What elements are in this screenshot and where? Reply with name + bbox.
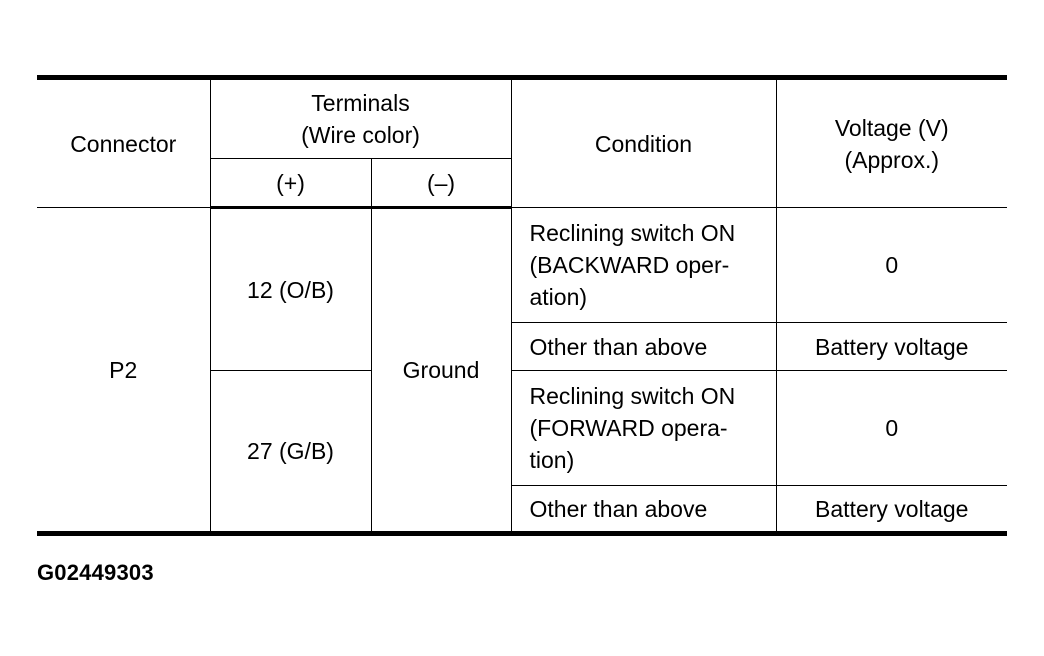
terminal-12-cell: 12 (O/B) <box>209 207 372 371</box>
condition-backward-cell: Reclining switch ON (BACKWARD oper- atio… <box>510 207 777 323</box>
condition-forward-cell: Reclining switch ON (FORWARD opera- tion… <box>510 370 777 486</box>
header-voltage-label: Voltage (V) <box>834 114 949 141</box>
header-terminals-label: Terminals <box>311 90 410 116</box>
condition-line: Reclining switch ON <box>529 220 736 246</box>
voltage-forward-cell: 0 <box>775 370 1007 486</box>
condition-other-cell: Other than above <box>510 322 777 371</box>
voltage-battery-cell: Battery voltage <box>775 485 1007 536</box>
voltage-spec-table: Connector Terminals (Wire color) Conditi… <box>37 75 1007 536</box>
header-approx-label: (Approx.) <box>844 146 940 173</box>
header-voltage: Voltage (V) (Approx.) <box>775 75 1007 208</box>
header-plus: (+) <box>209 158 372 209</box>
condition-line: Other than above <box>529 495 708 522</box>
header-wire-color-label: (Wire color) <box>301 122 420 148</box>
condition-line: Reclining switch ON <box>529 383 736 409</box>
connector-cell: P2 <box>37 207 211 536</box>
condition-other-cell: Other than above <box>510 485 777 536</box>
voltage-backward-cell: 0 <box>775 207 1007 323</box>
figure-id: G02449303 <box>37 560 154 585</box>
condition-line: (BACKWARD oper- <box>529 252 730 278</box>
condition-line: (FORWARD opera- <box>529 415 728 441</box>
header-connector: Connector <box>37 75 211 208</box>
voltage-battery-cell: Battery voltage <box>775 322 1007 371</box>
header-terminals: Terminals (Wire color) <box>209 75 512 159</box>
ground-cell: Ground <box>370 207 512 536</box>
condition-line: ation) <box>529 284 588 310</box>
condition-line: Other than above <box>529 333 708 360</box>
header-minus: (–) <box>370 158 512 209</box>
condition-line: tion) <box>529 447 575 473</box>
terminal-27-cell: 27 (G/B) <box>209 370 372 536</box>
header-condition: Condition <box>510 75 777 208</box>
